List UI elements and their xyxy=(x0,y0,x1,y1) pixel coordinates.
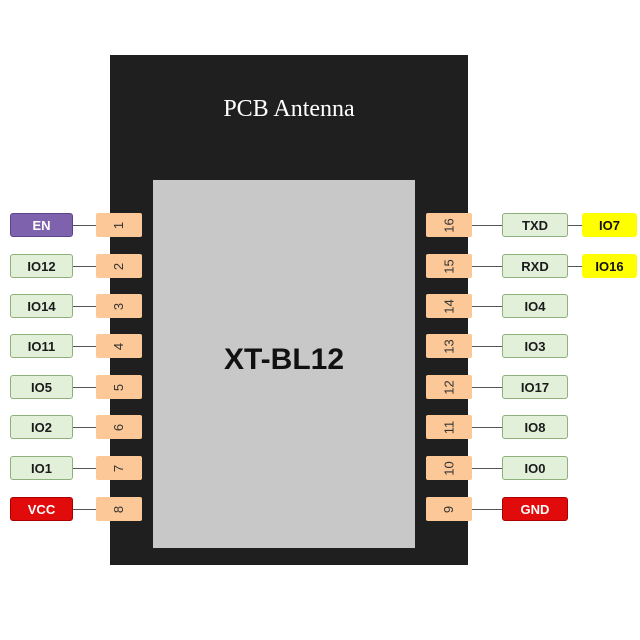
pin-alt-label-io7: IO7 xyxy=(582,213,637,237)
pin-number: 2 xyxy=(111,262,127,270)
alt-pin-wire xyxy=(568,225,582,226)
pin-pad-15: 15 xyxy=(426,254,472,278)
pin-wire xyxy=(472,509,502,510)
pin-pad-6: 6 xyxy=(96,415,142,439)
pin-pad-14: 14 xyxy=(426,294,472,318)
pin-pad-8: 8 xyxy=(96,497,142,521)
pin-label-io1: IO1 xyxy=(10,456,73,480)
pin-pad-9: 9 xyxy=(426,497,472,521)
pin-wire xyxy=(73,346,96,347)
pin-number: 13 xyxy=(441,338,457,354)
chip-name: XT-BL12 xyxy=(223,343,345,376)
rf-shield xyxy=(153,180,415,548)
pin-number: 16 xyxy=(441,217,457,233)
pin-number: 9 xyxy=(441,505,457,513)
alt-pin-wire xyxy=(568,266,582,267)
pin-wire xyxy=(73,306,96,307)
pin-pad-10: 10 xyxy=(426,456,472,480)
pin-label-gnd: GND xyxy=(502,497,568,521)
pin-alt-label-io16: IO16 xyxy=(582,254,637,278)
pin-number: 14 xyxy=(441,298,457,314)
antenna-label: PCB Antenna xyxy=(223,96,355,122)
pin-label-io12: IO12 xyxy=(10,254,73,278)
pin-number: 5 xyxy=(111,383,127,391)
pin-wire xyxy=(73,468,96,469)
pin-wire xyxy=(472,387,502,388)
pin-number: 12 xyxy=(441,379,457,395)
pin-label-vcc: VCC xyxy=(10,497,73,521)
pin-number: 4 xyxy=(111,342,127,350)
pin-label-io5: IO5 xyxy=(10,375,73,399)
pin-pad-2: 2 xyxy=(96,254,142,278)
pin-wire xyxy=(472,225,502,226)
pin-number: 15 xyxy=(441,258,457,274)
pin-pad-13: 13 xyxy=(426,334,472,358)
pin-wire xyxy=(472,468,502,469)
pin-pad-1: 1 xyxy=(96,213,142,237)
pin-pad-12: 12 xyxy=(426,375,472,399)
pin-label-io8: IO8 xyxy=(502,415,568,439)
pin-label-io14: IO14 xyxy=(10,294,73,318)
pin-number: 8 xyxy=(111,505,127,513)
pin-label-io3: IO3 xyxy=(502,334,568,358)
pin-label-io4: IO4 xyxy=(502,294,568,318)
pin-wire xyxy=(73,427,96,428)
pin-number: 10 xyxy=(441,460,457,476)
pin-pad-3: 3 xyxy=(96,294,142,318)
pin-wire xyxy=(73,266,96,267)
pin-label-io17: IO17 xyxy=(502,375,568,399)
pin-wire xyxy=(73,225,96,226)
pin-wire xyxy=(472,427,502,428)
pin-pad-7: 7 xyxy=(96,456,142,480)
pin-number: 6 xyxy=(111,423,127,431)
pin-pad-5: 5 xyxy=(96,375,142,399)
pin-number: 11 xyxy=(441,420,457,434)
pin-wire xyxy=(73,387,96,388)
pin-number: 7 xyxy=(111,464,127,472)
pin-pad-16: 16 xyxy=(426,213,472,237)
pin-label-rxd: RXD xyxy=(502,254,568,278)
pin-wire xyxy=(472,266,502,267)
pin-label-io0: IO0 xyxy=(502,456,568,480)
pin-label-en: EN xyxy=(10,213,73,237)
pin-number: 1 xyxy=(111,221,127,229)
pin-number: 3 xyxy=(111,302,127,310)
pin-label-io11: IO11 xyxy=(10,334,73,358)
pin-label-txd: TXD xyxy=(502,213,568,237)
pin-wire xyxy=(472,346,502,347)
pin-wire xyxy=(73,509,96,510)
pin-wire xyxy=(472,306,502,307)
pin-label-io2: IO2 xyxy=(10,415,73,439)
pin-pad-4: 4 xyxy=(96,334,142,358)
pin-pad-11: 11 xyxy=(426,415,472,439)
